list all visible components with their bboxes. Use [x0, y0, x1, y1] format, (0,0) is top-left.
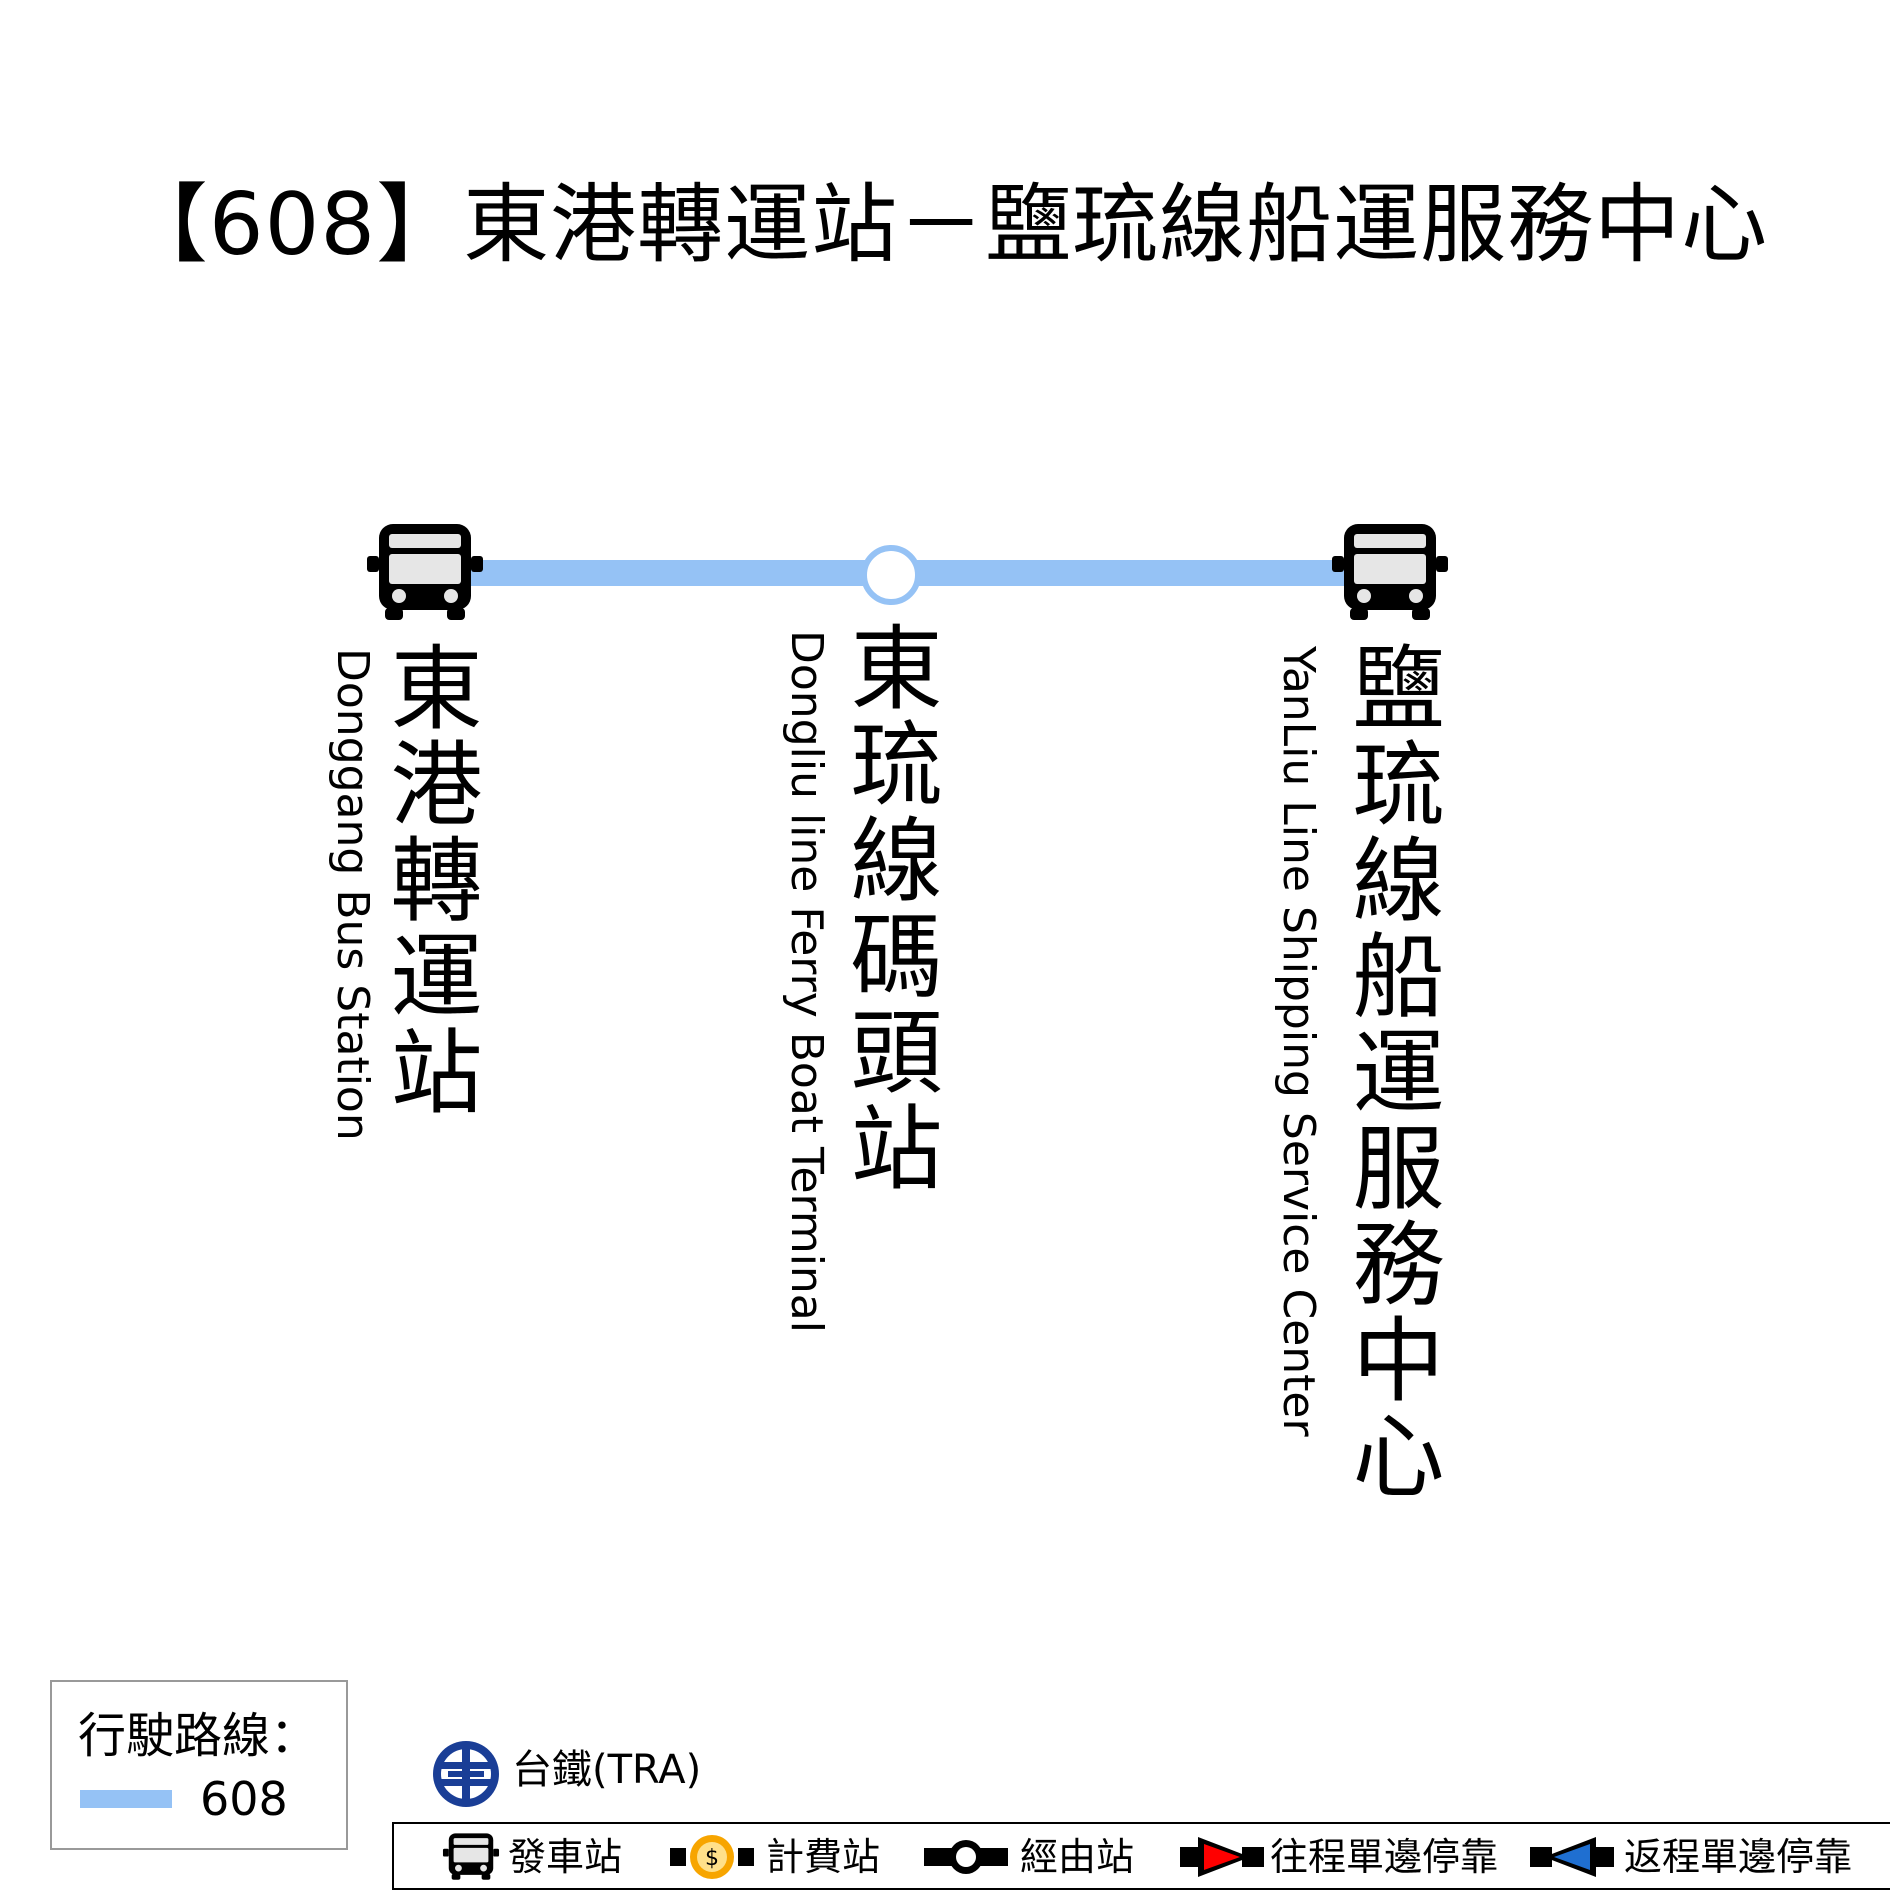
- key-label: 返程單邊停靠: [1624, 1835, 1853, 1879]
- key-label: 發車站: [508, 1835, 623, 1879]
- stop-name-en: Donggang Bus Station: [327, 648, 378, 1141]
- symbol-key: 發車站 $ 計費站 經由站 往程單邊停靠: [392, 1822, 1890, 1890]
- origin-bus-icon: [367, 524, 483, 620]
- return-arrow-icon: [1530, 1837, 1614, 1877]
- key-label: 往程單邊停靠: [1270, 1835, 1499, 1879]
- legend-route-label: 608: [200, 1772, 288, 1826]
- map-title: 【608】東港轉運站－鹽琉線船運服務中心: [121, 175, 1769, 275]
- route-legend: 行駛路線： 608: [50, 1680, 348, 1850]
- tra-logo-icon: [433, 1741, 499, 1807]
- stop-name-en: Dongliu line Ferry Boat Terminal: [781, 630, 832, 1333]
- outbound-arrow-icon: [1180, 1837, 1264, 1877]
- svg-text:$: $: [705, 1846, 719, 1871]
- via-stop-marker: [861, 545, 921, 605]
- stop-name-en: YanLiu Line Shipping Service Center: [1273, 646, 1324, 1437]
- key-label: 計費站: [766, 1835, 881, 1879]
- legend-title: 行駛路線：: [78, 1708, 319, 1764]
- terminus-bus-icon: [1332, 524, 1448, 620]
- stop-name-zh: 東琉線碼頭站: [835, 620, 942, 1196]
- via-stop-icon: [924, 1840, 1008, 1874]
- stop-name-zh: 東港轉運站: [375, 640, 482, 1120]
- key-label: 經由站: [1020, 1835, 1135, 1879]
- legend-route-swatch: [80, 1790, 172, 1808]
- stop-name-zh: 鹽琉線船運服務中心: [1337, 640, 1444, 1504]
- tra-label: 台鐵(TRA): [512, 1747, 702, 1793]
- bus-icon: [442, 1833, 500, 1880]
- coin-icon: $: [670, 1835, 754, 1879]
